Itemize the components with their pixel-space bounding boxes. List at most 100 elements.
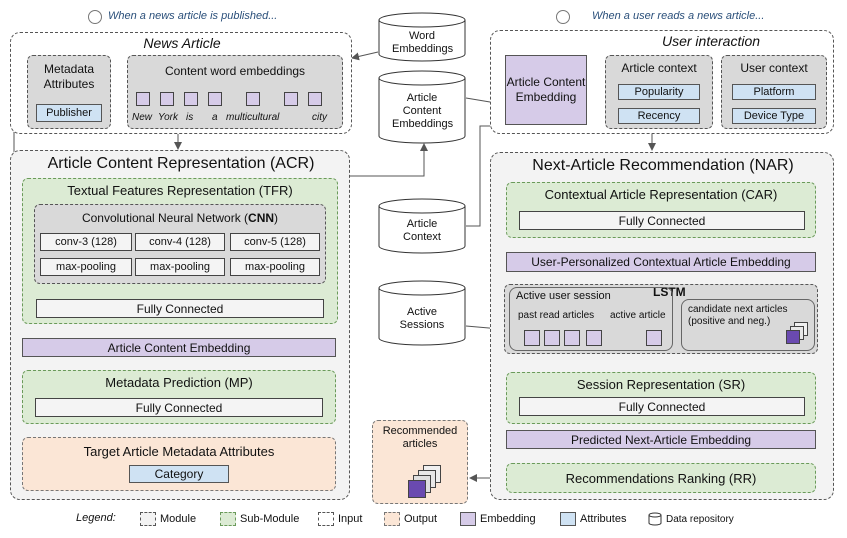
cnn-title-bold: CNN: [248, 211, 275, 225]
article-context-box: Article context Popularity Recency: [605, 55, 713, 129]
past-article-vector: [544, 330, 560, 346]
conv-4-layer: conv-4 (128): [135, 233, 225, 251]
user-personalized-contextual-article-embedding: User-Personalized Contextual Article Emb…: [506, 252, 816, 272]
news-article-module: News Article Metadata Attributes Publish…: [10, 32, 352, 134]
legend-submodule: Sub-Module: [220, 512, 299, 526]
word-vector: [284, 92, 298, 106]
legend-input: Input: [318, 512, 362, 526]
legend-repo: Data repository: [648, 512, 734, 526]
max-pooling-layer: max-pooling: [135, 258, 225, 276]
cnn-title: Convolutional Neural Network (CNN): [35, 211, 325, 225]
mp-submodule: Metadata Prediction (MP) Fully Connected: [22, 370, 336, 424]
car-title: Contextual Article Representation (CAR): [544, 187, 778, 202]
cnn-title-prefix: Convolutional Neural Network (: [81, 211, 249, 225]
article-content-embeddings-repo: Article Content Embeddings: [378, 70, 466, 144]
legend-input-label: Input: [338, 513, 363, 525]
word-vector: [136, 92, 150, 106]
word-vector: [246, 92, 260, 106]
legend-title: Legend:: [76, 512, 116, 524]
platform-attribute: Platform: [732, 84, 816, 100]
cylinder-icon: [378, 198, 466, 254]
active-sessions-label: Active Sessions: [399, 306, 445, 331]
cylinder-icon: [378, 12, 466, 62]
lstm-box: LSTM Active user session past read artic…: [504, 284, 818, 354]
article-context-label: Article Context: [403, 218, 441, 243]
metadata-attributes-title: Metadata Attributes: [43, 62, 95, 91]
legend-embedding-swatch: [460, 512, 476, 526]
content-word-embeddings-title: Content word embeddings: [164, 64, 306, 78]
recommended-articles-label: Recommended articles: [382, 425, 458, 450]
legend-cylinder-icon: [648, 512, 662, 526]
car-fully-connected: Fully Connected: [519, 211, 805, 230]
sr-submodule: Session Representation (SR) Fully Connec…: [506, 372, 816, 424]
acr-title: Article Content Representation (ACR): [47, 155, 315, 172]
news-article-title: News Article: [143, 35, 221, 51]
legend-output: Output: [384, 512, 437, 526]
tfr-title: Textual Features Representation (TFR): [67, 183, 293, 198]
legend-repo-label: Data repository: [666, 513, 734, 525]
article-content-embedding: Article Content Embedding: [22, 338, 336, 357]
word-token: a: [212, 112, 218, 123]
device-type-attribute: Device Type: [732, 108, 816, 124]
word-token: York: [158, 112, 179, 123]
active-session-title: Active user session: [516, 290, 611, 302]
cylinder-icon: [378, 70, 466, 144]
target-metadata-title: Target Article Metadata Attributes: [83, 444, 275, 459]
legend-output-swatch: [384, 512, 400, 526]
active-article-label: active article: [610, 310, 666, 321]
max-pooling-layer: max-pooling: [40, 258, 132, 276]
legend-submodule-label: Sub-Module: [240, 513, 300, 525]
word-vector: [184, 92, 198, 106]
user-context-title: User context: [740, 61, 808, 75]
popularity-attribute: Popularity: [618, 84, 700, 100]
legend-embedding: Embedding: [460, 512, 536, 526]
past-article-vector: [524, 330, 540, 346]
user-context-box: User context Platform Device Type: [721, 55, 827, 129]
recommendations-ranking: Recommendations Ranking (RR): [506, 463, 816, 493]
mp-title: Metadata Prediction (MP): [105, 375, 253, 390]
category-attribute: Category: [129, 465, 229, 483]
mp-fully-connected: Fully Connected: [35, 398, 323, 417]
note-right: When a user reads a news article...: [592, 10, 765, 22]
recency-attribute: Recency: [618, 108, 700, 124]
tfr-fully-connected: Fully Connected: [36, 299, 324, 318]
past-article-vector: [586, 330, 602, 346]
word-embeddings-label: Word Embeddings: [392, 30, 454, 55]
cylinder-icon: [378, 280, 466, 346]
note-left: When a news article is published...: [108, 10, 278, 22]
metadata-attributes-box: Metadata Attributes Publisher: [27, 55, 111, 129]
past-read-label: past read articles: [518, 310, 595, 321]
cnn-title-suffix: ): [274, 211, 279, 225]
word-token: is: [186, 112, 194, 123]
word-embeddings-repo: Word Embeddings: [378, 12, 466, 62]
word-token: New: [132, 112, 153, 123]
past-article-vector: [564, 330, 580, 346]
word-token: city: [312, 112, 327, 123]
article-context-title: Article context: [621, 61, 697, 75]
word-vector: [208, 92, 222, 106]
sr-title: Session Representation (SR): [576, 377, 746, 392]
user-interaction-module: User interaction Article Content Embeddi…: [490, 30, 834, 134]
sr-fully-connected: Fully Connected: [519, 397, 805, 416]
active-user-session-box: Active user session past read articles a…: [509, 287, 673, 351]
word-vector: [308, 92, 322, 106]
target-metadata-output: Target Article Metadata Attributes Categ…: [22, 437, 336, 491]
conv-5-layer: conv-5 (128): [230, 233, 320, 251]
active-sessions-repo: Active Sessions: [378, 280, 466, 346]
active-article-vector: [646, 330, 662, 346]
legend-embedding-label: Embedding: [480, 513, 536, 525]
article-content-embeddings-label: Article Content Embeddings: [392, 92, 454, 130]
recommended-article-icon: [408, 480, 426, 498]
legend-input-swatch: [318, 512, 334, 526]
nar-title: Next-Article Recommendation (NAR): [532, 157, 794, 174]
content-word-embeddings-box: Content word embeddings New York is a mu…: [127, 55, 343, 129]
predicted-next-article-embedding: Predicted Next-Article Embedding: [506, 430, 816, 449]
legend-module-label: Module: [160, 513, 197, 525]
word-vector: [160, 92, 174, 106]
legend-attributes: Attributes: [560, 512, 626, 526]
legend-output-label: Output: [404, 513, 438, 525]
article-context-repo: Article Context: [378, 198, 466, 254]
legend-attributes-swatch: [560, 512, 576, 526]
note-left-icon: [88, 10, 102, 24]
candidate-box: candidate next articles (positive and ne…: [681, 299, 815, 351]
